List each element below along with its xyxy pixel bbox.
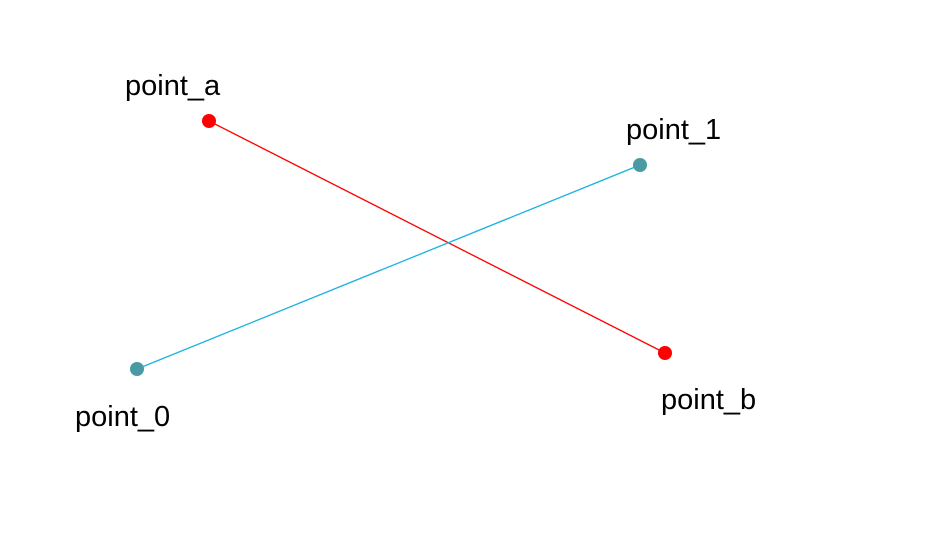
point-1-label: point_1 bbox=[626, 114, 721, 146]
point-a-marker bbox=[202, 114, 216, 128]
segment-a-b-line bbox=[208, 120, 666, 354]
point-1-marker bbox=[633, 158, 647, 172]
segment-0-1-line bbox=[136, 164, 641, 370]
point-b-label: point_b bbox=[661, 384, 756, 416]
point-0-label: point_0 bbox=[75, 401, 170, 433]
point-0-marker bbox=[130, 362, 144, 376]
point-b-marker bbox=[658, 346, 672, 360]
point-a-label: point_a bbox=[125, 70, 221, 102]
